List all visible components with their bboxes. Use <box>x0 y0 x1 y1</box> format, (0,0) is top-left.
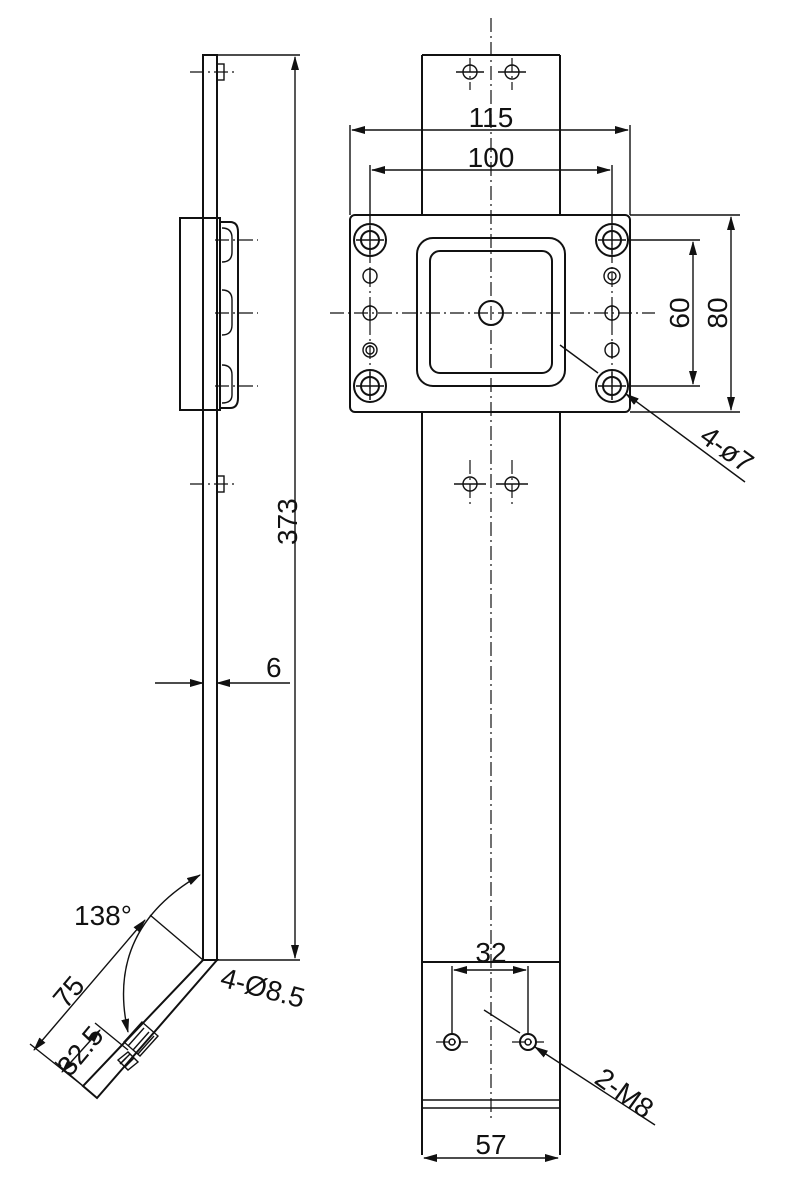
dim-bend-angle-label: 138° <box>74 900 132 931</box>
dim-total-length: 373 <box>272 56 303 959</box>
side-mount-block <box>179 217 221 411</box>
tapped-hole-pair-icon <box>436 1033 544 1051</box>
dim-bend-angle: 138° <box>74 874 201 1033</box>
right-small-holes <box>603 225 621 400</box>
dim-tapped-spacing: 32 <box>451 937 529 1034</box>
dim-tapped-holes-label: 2-M8 <box>589 1062 659 1125</box>
dim-flange-hole-offset-label: 32.5 <box>51 1020 110 1082</box>
dim-thickness-label: 6 <box>266 652 282 683</box>
front-view <box>330 18 655 1155</box>
dim-overall-width-label: 115 <box>469 102 514 133</box>
dim-thickness: 6 <box>155 652 290 687</box>
side-mount-plate <box>220 221 239 409</box>
dim-bottom-width: 57 <box>423 1129 559 1162</box>
dim-hole-spacing-height: 60 <box>628 239 700 387</box>
dim-flange-holes-callout: 4-Ø8.5 <box>217 962 308 1014</box>
side-screw-profiles <box>221 227 233 404</box>
middle-hole-pair-icon <box>454 460 528 508</box>
dim-hole-spacing-width: 100 <box>369 142 613 225</box>
dim-hole-spacing-width-label: 100 <box>468 142 515 173</box>
center-bore-icon <box>478 300 504 326</box>
dim-plate-height-label: 80 <box>702 297 733 328</box>
side-bar-outline <box>202 54 218 961</box>
dim-tapped-spacing-label: 32 <box>475 937 506 968</box>
dim-flange-holes-label: 4-Ø8.5 <box>217 962 308 1014</box>
center-pocket-inner <box>429 250 553 374</box>
dim-total-length-label: 373 <box>272 498 303 545</box>
left-small-holes <box>362 225 378 400</box>
side-view <box>81 54 300 1100</box>
dim-plate-height: 80 <box>630 214 740 413</box>
dim-mount-holes-callout: 4-ø7 <box>559 344 759 483</box>
dim-flange-length-label: 75 <box>47 970 91 1014</box>
dim-mount-holes-label: 4-ø7 <box>694 420 759 479</box>
center-pocket-outer <box>416 237 566 387</box>
top-hole-pair-icon <box>456 58 526 90</box>
dim-overall-width: 115 <box>349 102 631 215</box>
dim-bottom-width-label: 57 <box>475 1129 506 1160</box>
dim-hole-spacing-height-label: 60 <box>664 297 695 328</box>
